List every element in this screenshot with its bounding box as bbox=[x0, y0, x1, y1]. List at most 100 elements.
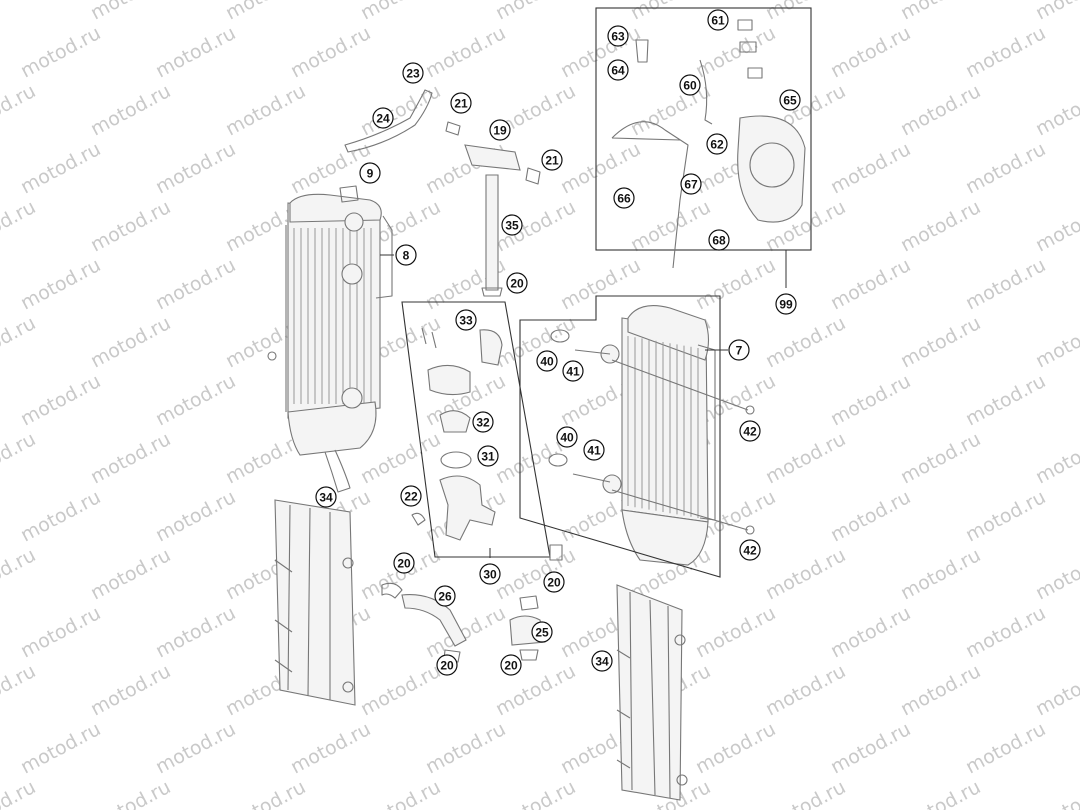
watermark-text: motod.ru bbox=[962, 254, 1049, 314]
watermark-text: motod.ru bbox=[287, 22, 374, 82]
callout-circle bbox=[728, 339, 750, 361]
callout-label: 23 bbox=[406, 67, 420, 81]
watermark-text: motod.ru bbox=[152, 22, 239, 82]
watermark-text: motod.ru bbox=[897, 776, 984, 810]
callout-c25: 25 bbox=[531, 621, 553, 643]
callout-circle bbox=[359, 162, 381, 184]
watermark-text: motod.ru bbox=[87, 544, 174, 604]
callout-c20b: 20 bbox=[393, 552, 415, 574]
watermark-text: motod.ru bbox=[627, 196, 714, 256]
hoses-top bbox=[339, 89, 541, 297]
watermark-text: motod.ru bbox=[1032, 0, 1080, 24]
callout-label: 63 bbox=[611, 30, 625, 44]
callout-label: 42 bbox=[743, 544, 757, 558]
callout-label: 66 bbox=[617, 192, 631, 206]
callout-label: 34 bbox=[319, 491, 333, 505]
watermark-text: motod.ru bbox=[17, 602, 104, 662]
watermark-text: motod.ru bbox=[87, 312, 174, 372]
watermark-text: motod.ru bbox=[422, 718, 509, 778]
watermark-text: motod.ru bbox=[627, 0, 714, 24]
callout-circle bbox=[613, 187, 635, 209]
callout-circle bbox=[400, 485, 422, 507]
watermark-text: motod.ru bbox=[152, 602, 239, 662]
callout-c41b: 41 bbox=[583, 439, 605, 461]
callout-c63: 63 bbox=[607, 25, 629, 47]
callout-circle bbox=[739, 539, 761, 561]
callout-circle bbox=[543, 571, 565, 593]
watermark-text: motod.ru bbox=[627, 80, 714, 140]
radiator-right-fins bbox=[627, 336, 699, 518]
watermark-text: motod.ru bbox=[1032, 80, 1080, 140]
callout-label: 68 bbox=[712, 234, 726, 248]
watermark-text: motod.ru bbox=[0, 312, 39, 372]
callout-label: 60 bbox=[683, 79, 697, 93]
callout-circle bbox=[531, 621, 553, 643]
watermark-text: motod.ru bbox=[222, 776, 309, 810]
watermark-text: motod.ru bbox=[1032, 428, 1080, 488]
watermark-text: motod.ru bbox=[357, 0, 444, 24]
callout-circle bbox=[501, 214, 523, 236]
watermark-text: motod.ru bbox=[762, 660, 849, 720]
callout-label: 8 bbox=[403, 249, 410, 263]
watermark-text: motod.ru bbox=[762, 544, 849, 604]
callout-c30: 30 bbox=[479, 563, 501, 585]
callout-label: 40 bbox=[560, 431, 574, 445]
watermark-text: motod.ru bbox=[897, 660, 984, 720]
callout-circle bbox=[315, 486, 337, 508]
watermark-text: motod.ru bbox=[962, 138, 1049, 198]
watermark-text: motod.ru bbox=[87, 660, 174, 720]
watermark-text: motod.ru bbox=[827, 254, 914, 314]
watermark-text: motod.ru bbox=[962, 602, 1049, 662]
callout-circle bbox=[436, 654, 458, 676]
watermark-text: motod.ru bbox=[357, 776, 444, 810]
callout-c68: 68 bbox=[708, 229, 730, 251]
watermark-text: motod.ru bbox=[1032, 776, 1080, 810]
watermark-text: motod.ru bbox=[152, 254, 239, 314]
callout-label: 31 bbox=[481, 450, 495, 464]
callout-c66: 66 bbox=[613, 187, 635, 209]
watermark-text: motod.ru bbox=[827, 138, 914, 198]
callout-circle bbox=[607, 25, 629, 47]
callout-c42a: 42 bbox=[739, 420, 761, 442]
callout-circle bbox=[706, 133, 728, 155]
callout-c21b: 21 bbox=[541, 149, 563, 171]
callout-label: 24 bbox=[376, 112, 390, 126]
watermark-text: motod.ru bbox=[357, 80, 444, 140]
callout-c34b: 34 bbox=[591, 650, 613, 672]
callout-c41a: 41 bbox=[562, 360, 584, 382]
watermark-text: motod.ru bbox=[87, 0, 174, 24]
watermark-text: motod.ru bbox=[897, 0, 984, 24]
watermark-text: motod.ru bbox=[762, 0, 849, 24]
watermark-text: motod.ru bbox=[962, 486, 1049, 546]
callout-label: 20 bbox=[440, 659, 454, 673]
watermark-text: motod.ru bbox=[1032, 660, 1080, 720]
callout-circle bbox=[393, 552, 415, 574]
callout-c20a: 20 bbox=[506, 272, 528, 294]
callout-c22: 22 bbox=[400, 485, 422, 507]
callout-c21a: 21 bbox=[450, 92, 472, 114]
callout-c20c: 20 bbox=[436, 654, 458, 676]
watermark-text: motod.ru bbox=[827, 718, 914, 778]
callout-label: 20 bbox=[504, 659, 518, 673]
watermark-text: motod.ru bbox=[357, 660, 444, 720]
leader-lines bbox=[380, 250, 787, 558]
callout-c64: 64 bbox=[607, 59, 629, 81]
watermark-text: motod.ru bbox=[762, 312, 849, 372]
watermark-text: motod.ru bbox=[492, 776, 579, 810]
callout-circle bbox=[707, 9, 729, 31]
louvre-left bbox=[274, 499, 356, 706]
callout-label: 20 bbox=[397, 557, 411, 571]
callout-label: 40 bbox=[540, 355, 554, 369]
callout-circle bbox=[372, 107, 394, 129]
callout-circle bbox=[541, 149, 563, 171]
callout-circle bbox=[679, 74, 701, 96]
watermark-text: motod.ru bbox=[87, 80, 174, 140]
callout-c8: 8 bbox=[395, 244, 417, 266]
callout-label: 65 bbox=[783, 94, 797, 108]
callout-circle bbox=[450, 92, 472, 114]
watermark-text: motod.ru bbox=[492, 544, 579, 604]
watermark-text: motod.ru bbox=[827, 22, 914, 82]
callout-c32: 32 bbox=[472, 411, 494, 433]
